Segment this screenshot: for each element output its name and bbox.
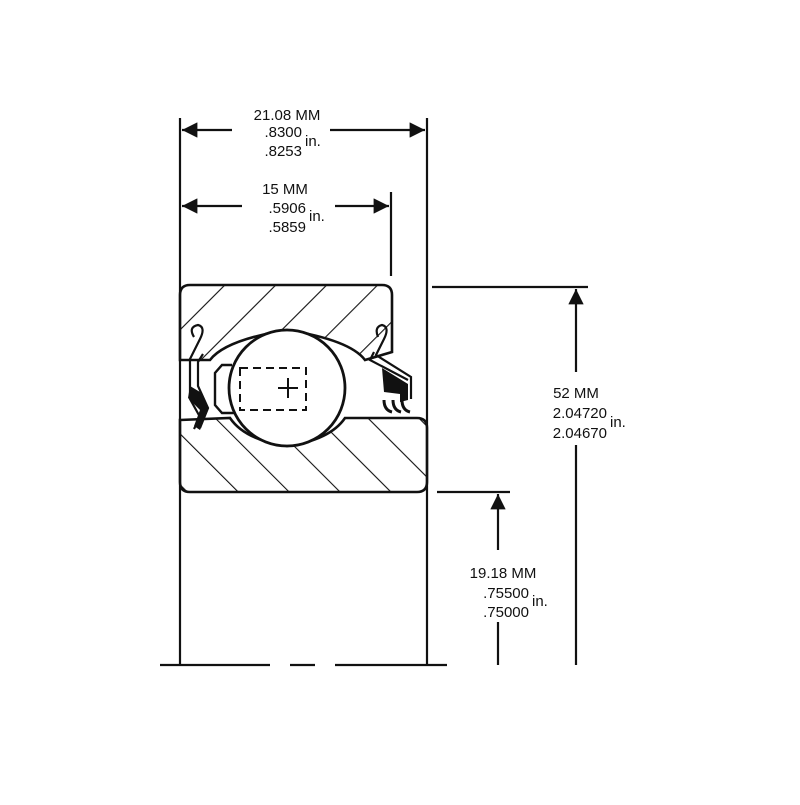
ball-center-mark bbox=[278, 378, 298, 398]
right-seal-lips bbox=[382, 399, 411, 414]
bore-mm: 19.18 MM bbox=[470, 565, 537, 582]
left-seal-rubber bbox=[188, 386, 209, 430]
bore-max-in: .75500 bbox=[483, 585, 529, 602]
bore-unit: in. bbox=[532, 593, 548, 610]
outer-diameter-max-in: 2.04720 bbox=[553, 405, 607, 422]
overall-width-min-in: .8253 bbox=[264, 143, 302, 160]
outer-diameter-mm: 52 MM bbox=[553, 385, 599, 402]
overall-width-unit: in. bbox=[305, 133, 321, 150]
cage bbox=[213, 363, 238, 415]
outer-ring-width-mm: 15 MM bbox=[262, 181, 308, 198]
cage-pocket-hidden bbox=[239, 367, 307, 411]
outer-ring-width-min-in: .5859 bbox=[268, 219, 306, 236]
right-seal bbox=[368, 323, 413, 399]
outer-ring-width-unit: in. bbox=[309, 208, 325, 225]
right-seal-rubber bbox=[382, 368, 408, 402]
outer-diameter-min-in: 2.04670 bbox=[553, 425, 607, 442]
overall-width-max-in: .8300 bbox=[264, 124, 302, 141]
outer-ring-width-max-in: .5906 bbox=[268, 200, 306, 217]
overall-width-mm: 21.08 MM bbox=[254, 107, 321, 124]
bore-min-in: .75000 bbox=[483, 604, 529, 621]
outer-diameter-unit: in. bbox=[610, 414, 626, 431]
